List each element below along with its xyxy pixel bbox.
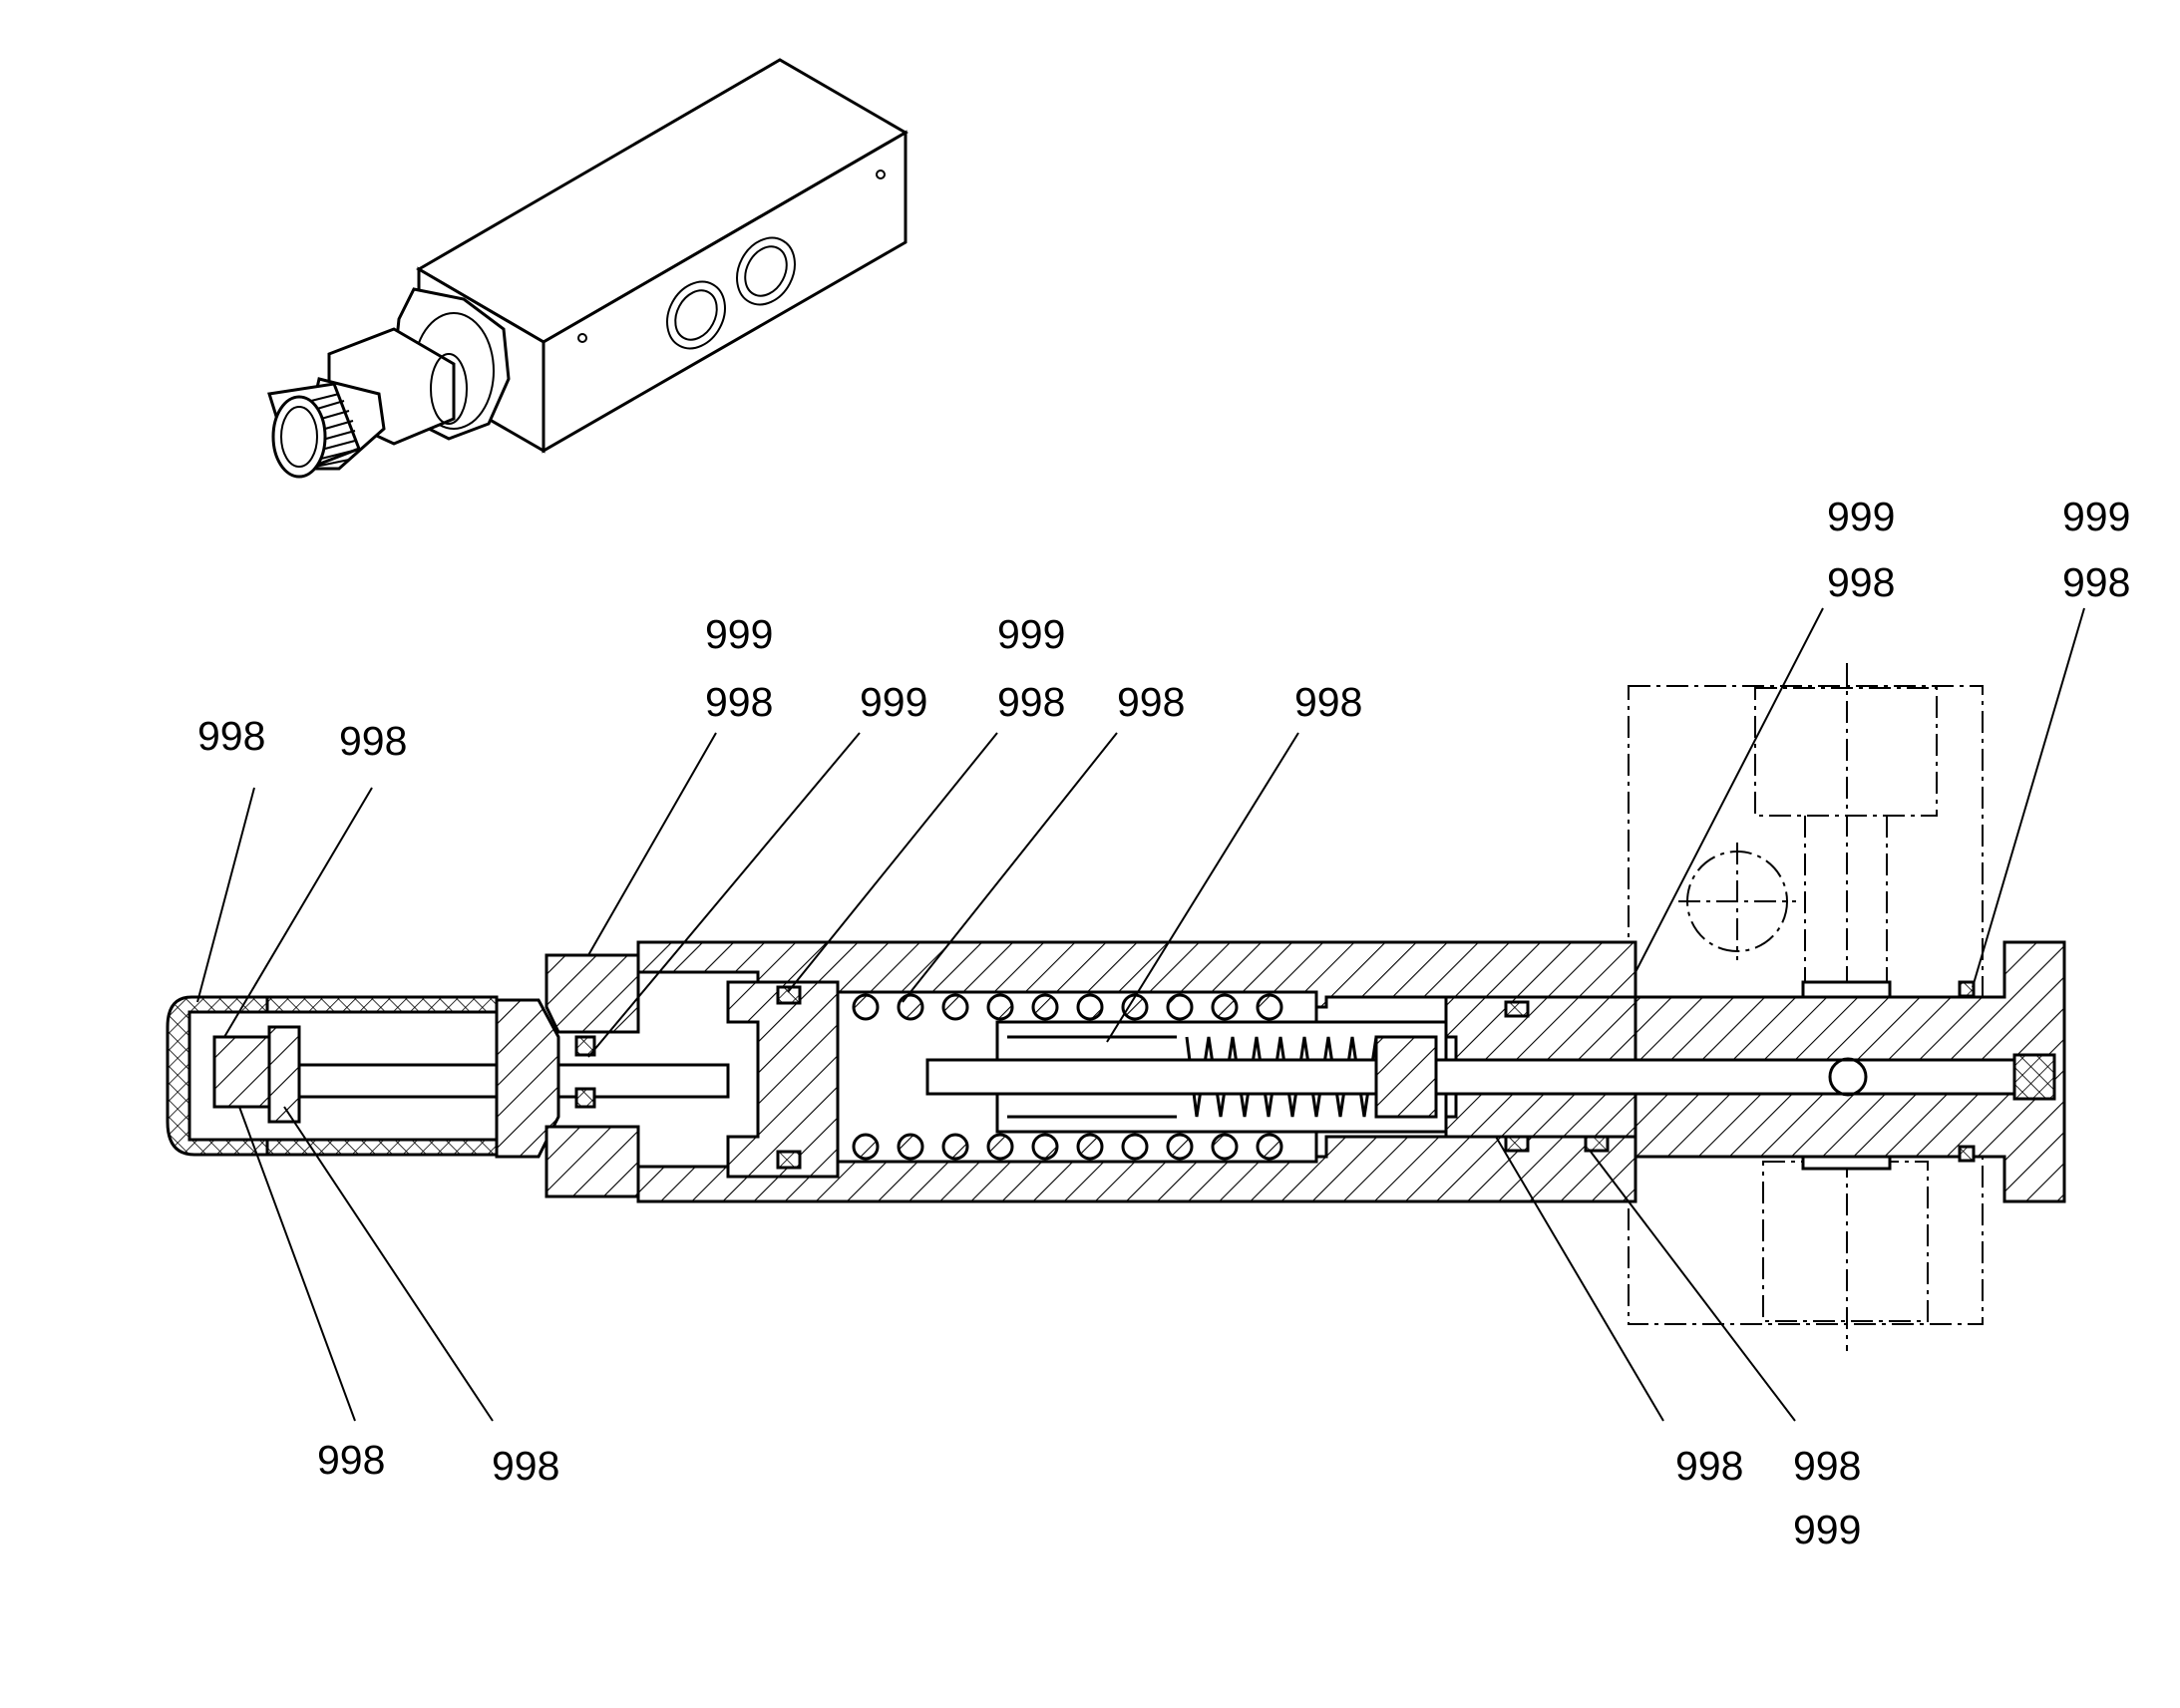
callout-label: 998 (1827, 559, 1895, 605)
seals (574, 980, 1976, 1170)
callout-label: 998 (1294, 679, 1362, 725)
callout-label: 998 (2062, 559, 2130, 605)
callout-label: 998 (197, 713, 265, 759)
callout-label: 998 (317, 1437, 385, 1483)
callout-label: 999 (2062, 494, 2130, 539)
outer-spring (852, 993, 1283, 1161)
callout-label: 999 (1793, 1507, 1861, 1552)
isometric-valve-view (267, 58, 908, 479)
callout-labels: 998 998 999 998 999 999 998 998 998 999 … (197, 494, 2130, 1552)
callout-label: 999 (997, 611, 1065, 657)
callout-label: 998 (339, 718, 407, 764)
section-view (166, 663, 2066, 1351)
callout-label: 999 (860, 679, 927, 725)
callout-label: 998 (492, 1443, 559, 1489)
callout-label: 999 (705, 611, 773, 657)
leader-lines (196, 607, 2085, 1422)
callout-label: 998 (1117, 679, 1185, 725)
callout-label: 998 (1675, 1443, 1743, 1489)
callout-label: 998 (705, 679, 773, 725)
callout-label: 999 (1827, 494, 1895, 539)
callout-label: 998 (997, 679, 1065, 725)
callout-label: 998 (1793, 1443, 1861, 1489)
